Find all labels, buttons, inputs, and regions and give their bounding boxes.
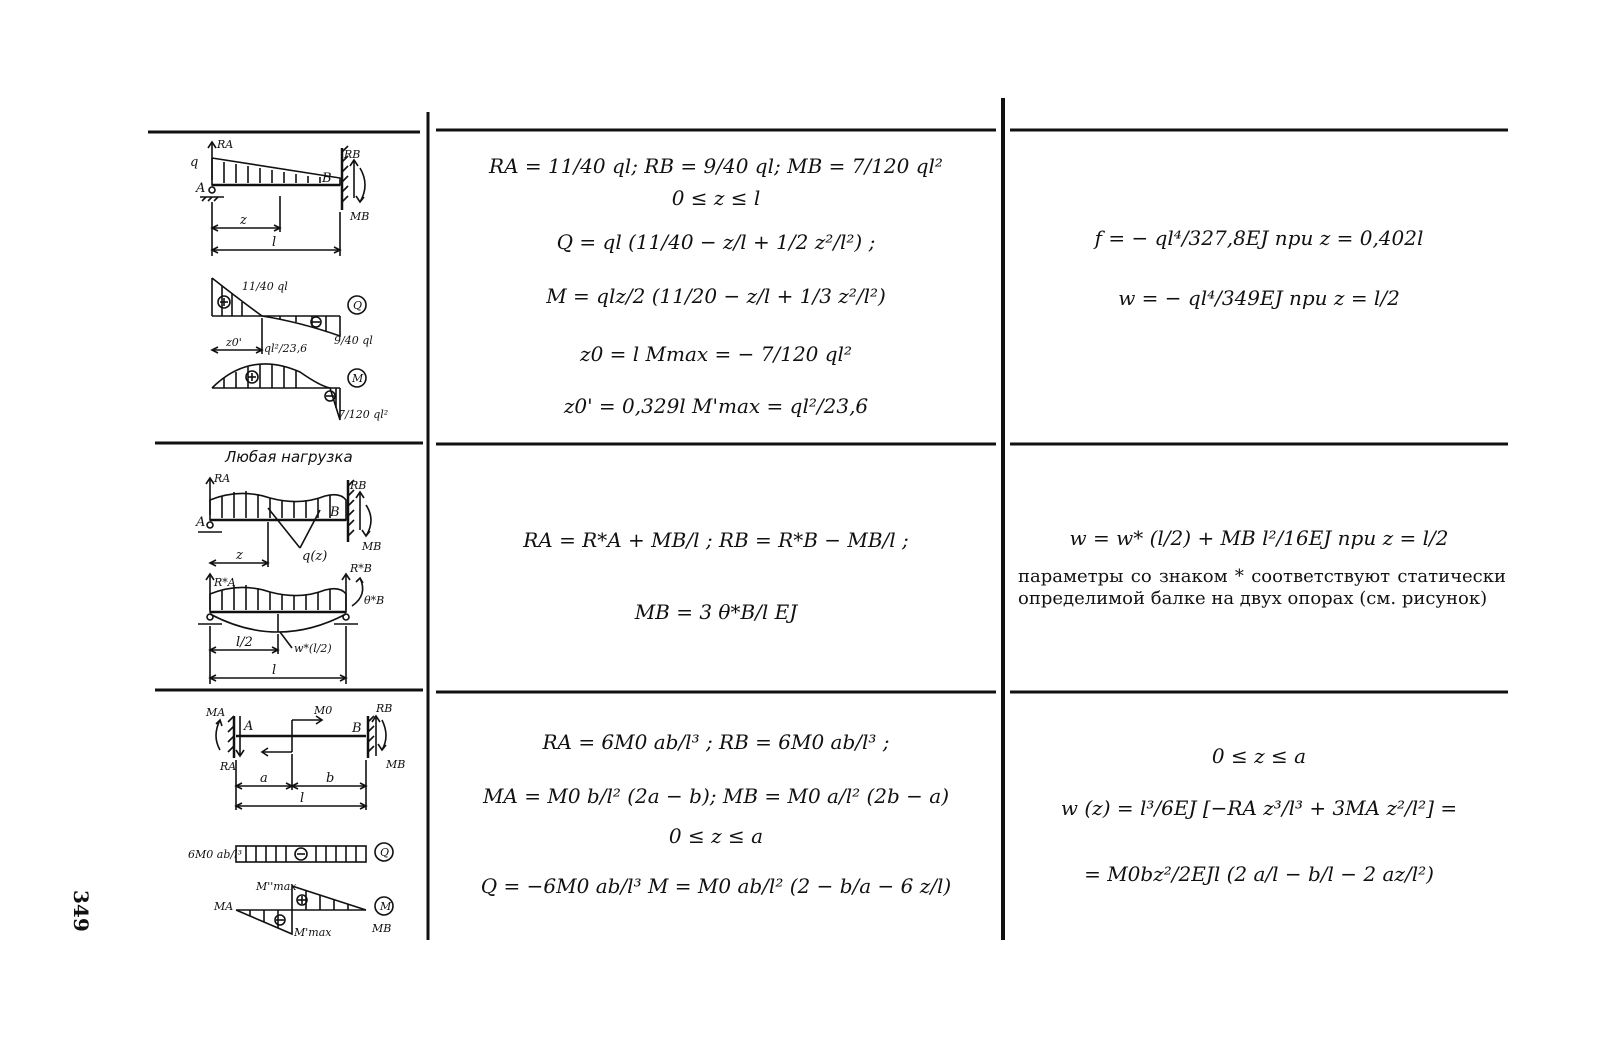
formula-r3-moments: MA = M0 b/l² (2a − b); MB = M0 a/l² (2b … — [482, 784, 950, 808]
label-m-negative: 7/120 ql² — [338, 408, 388, 421]
page-number: 349 — [69, 890, 93, 932]
label-z0p: z0' — [225, 336, 242, 349]
formula-r3-shear-moment: Q = −6M0 ab/l³ M = M0 ab/l² (2 − b/a − 6… — [480, 874, 952, 898]
result-r1-deflection-max: f = − ql⁴/327,8EJ при z = 0,402l — [1094, 226, 1424, 250]
label-a-dim: a — [260, 771, 268, 786]
beam-diagram-row1 — [200, 140, 367, 421]
label-l-half: l/2 — [236, 635, 253, 650]
label-l-dim: l — [300, 791, 304, 806]
label-b: B — [321, 171, 332, 186]
formula-r2-moment: MB = 3 θ*B/l EJ — [634, 600, 798, 624]
beam-diagram-row3 — [215, 714, 394, 936]
result-r3-range: 0 ≤ z ≤ a — [1211, 744, 1307, 768]
diagram-labels-row3: MA M0 RB A B RA MB a b l 6M0 ab/l³ Q M M… — [188, 702, 405, 939]
label-b-dim: b — [326, 771, 334, 786]
formula-r1-reactions: RA = 11/40 ql; RB = 9/40 ql; MB = 7/120 … — [489, 154, 943, 178]
label-ra: RA — [216, 138, 233, 151]
label-ma-m: MA — [213, 900, 233, 913]
result-r3-deflection-expanded: = M0bz²/2EJl (2 a/l − b/l − 2 az/l²) — [1084, 862, 1434, 886]
label-b-point: B — [351, 721, 362, 736]
label-mb: MB — [385, 758, 405, 771]
diagram-labels-row2: Любая нагрузка RA A B RB MB z q(z) R*A R… — [195, 448, 384, 678]
label-mb: MB — [361, 540, 381, 553]
formula-r1-shear: Q = ql (11/40 − z/l + 1/2 z²/l²) ; — [556, 230, 876, 254]
label-ra: RA — [219, 760, 236, 773]
formula-r1-moment: M = qlz/2 (11/20 − z/l + 1/3 z²/l²) — [546, 284, 886, 308]
label-l: l — [272, 235, 276, 250]
label-rb-star: R*B — [349, 562, 372, 575]
formula-r1-range: 0 ≤ z ≤ l — [671, 186, 761, 210]
formula-r1-mmax-prime: z0' = 0,329l M'max = ql²/23,6 — [563, 394, 869, 418]
result-r2-deflection: w = w* (l/2) + MB l²/16EJ при z = l/2 — [1069, 526, 1449, 550]
beam-diagram-row2 — [198, 476, 372, 684]
formula-r3-range: 0 ≤ z ≤ a — [668, 824, 764, 848]
label-ra: RA — [213, 472, 230, 485]
label-mmax2: M''max — [255, 880, 297, 893]
label-ma: MA — [205, 706, 225, 719]
result-r2-note: параметры со знаком * соответствуют стат… — [1018, 566, 1506, 609]
tag-m: M — [351, 372, 364, 385]
label-q-value: 6M0 ab/l³ — [188, 848, 242, 861]
label-b: B — [329, 505, 340, 520]
label-m0: M0 — [313, 704, 332, 717]
label-q-positive: 11/40 ql — [242, 280, 288, 293]
label-a-point: A — [243, 719, 253, 734]
label-ra-star: R*A — [213, 576, 236, 589]
tag-m: M — [379, 900, 392, 913]
label-q: q — [190, 155, 198, 170]
label-rb: RB — [375, 702, 392, 715]
label-q-negative: 9/40 ql — [334, 334, 373, 347]
formula-r3-reactions: RA = 6M0 ab/l³ ; RB = 6M0 ab/l³ ; — [542, 730, 890, 754]
tag-q: Q — [380, 846, 389, 859]
label-theta-star: θ*B — [364, 594, 384, 607]
label-m-positive: ql²/23,6 — [264, 342, 307, 355]
label-qz: q(z) — [302, 549, 327, 564]
label-mmax1: M'max — [293, 926, 332, 939]
label-l: l — [272, 663, 276, 678]
formula-r1-mmax: z0 = l Mmax = − 7/120 ql² — [580, 342, 852, 366]
result-r3-deflection: w (z) = l³/6EJ [−RA z³/l³ + 3MA z²/l²] = — [1060, 796, 1458, 820]
row-separators — [148, 128, 1508, 694]
label-mb: MB — [349, 210, 369, 223]
formula-r2-reactions: RA = R*A + MB/l ; RB = R*B − MB/l ; — [523, 528, 909, 552]
label-z: z — [235, 548, 243, 563]
label-mb-m: MB — [371, 922, 391, 935]
result-r1-deflection-mid: w = − ql⁴/349EJ при z = l/2 — [1118, 286, 1400, 310]
caption-any-load: Любая нагрузка — [224, 448, 353, 466]
label-rb: RB — [349, 479, 366, 492]
tag-q: Q — [353, 299, 362, 312]
label-a: A — [195, 181, 205, 196]
label-a: A — [195, 515, 205, 530]
label-rb: RB — [343, 148, 360, 161]
label-w-star: w*(l/2) — [294, 642, 332, 655]
label-z: z — [239, 213, 247, 228]
diagram-labels-row1: q RA A B RB MB z l 11/40 ql 9/40 ql z0' … — [190, 138, 388, 421]
